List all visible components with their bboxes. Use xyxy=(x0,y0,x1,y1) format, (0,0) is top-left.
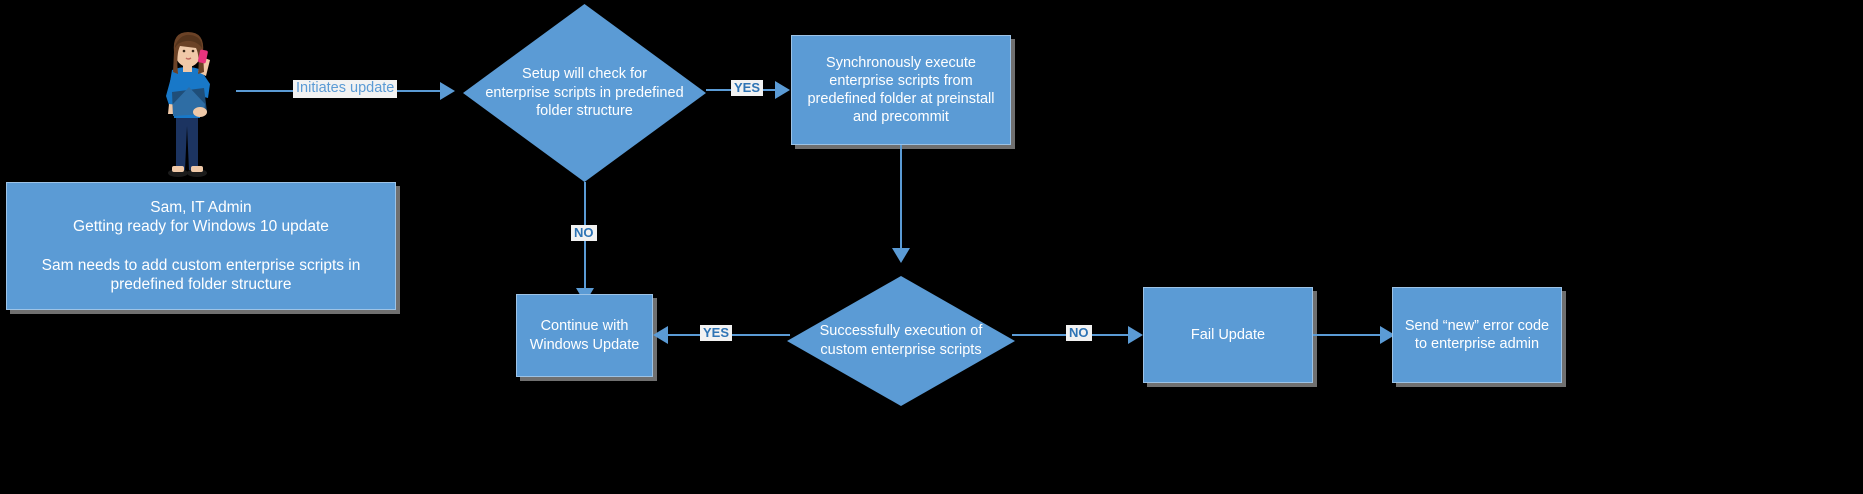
edge-fail-to-send-line xyxy=(1313,334,1386,336)
edge-label-success-no: NO xyxy=(1066,325,1092,342)
check-scripts-decision-label: Setup will check for enterprise scripts … xyxy=(485,65,684,120)
it-admin-illustration xyxy=(152,26,222,184)
person-svg xyxy=(166,32,210,177)
send-error-code-box: Send “new” error code to enterprise admi… xyxy=(1392,287,1562,383)
execute-scripts-label: Synchronously execute enterprise scripts… xyxy=(807,54,995,126)
fail-update-box: Fail Update xyxy=(1143,287,1313,383)
edge-execute-to-success-arrowhead xyxy=(892,248,910,263)
persona-box-label: Sam, IT Admin Getting ready for Windows … xyxy=(41,198,361,294)
check-scripts-decision: Setup will check for enterprise scripts … xyxy=(463,4,710,187)
send-error-code-label: Send “new” error code to enterprise admi… xyxy=(1404,317,1550,352)
continue-update-box: Continue with Windows Update xyxy=(516,294,653,377)
execute-scripts-box: Synchronously execute enterprise scripts… xyxy=(791,35,1011,145)
edge-execute-to-success-line xyxy=(900,145,902,250)
persona-box: Sam, IT Admin Getting ready for Windows … xyxy=(6,182,396,310)
fail-update-label: Fail Update xyxy=(1190,326,1266,343)
edge-label-success-yes: YES xyxy=(700,325,733,342)
execution-success-decision: Successfully execution of custom enterpr… xyxy=(787,276,1019,411)
edge-label-check-yes: YES xyxy=(731,80,764,97)
execution-success-decision-label: Successfully execution of custom enterpr… xyxy=(819,323,983,358)
edge-success-no-arrowhead xyxy=(1128,326,1143,344)
edge-check-yes-arrowhead xyxy=(775,81,790,99)
edge-label-check-no: NO xyxy=(571,225,597,242)
edge-initiates-update-arrowhead xyxy=(440,82,455,100)
continue-update-label: Continue with Windows Update xyxy=(529,318,640,353)
edge-success-yes-arrowhead xyxy=(653,326,668,344)
edge-label-initiates-update: Initiates update xyxy=(293,80,398,98)
edge-fail-to-send-arrowhead xyxy=(1380,326,1395,344)
